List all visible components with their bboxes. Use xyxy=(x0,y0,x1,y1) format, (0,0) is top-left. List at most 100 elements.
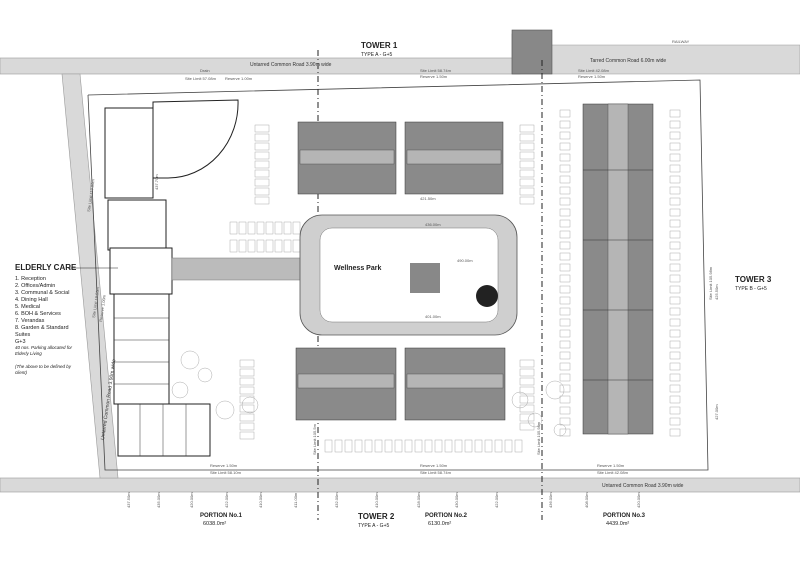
parking-bay xyxy=(239,368,255,377)
parking-bay xyxy=(669,417,681,426)
tower1-label: TOWER 1 xyxy=(361,41,398,50)
parking-bay xyxy=(559,274,571,283)
parking-bay xyxy=(559,164,571,173)
left-diagonal-road xyxy=(61,73,119,479)
parking-bay xyxy=(414,439,423,453)
portion-3: PORTION No.3 4439.0m² xyxy=(603,513,646,527)
elderly-care-item: 2. Offices/Admin xyxy=(15,283,55,289)
parking-bay xyxy=(559,142,571,151)
parking-bay xyxy=(559,230,571,239)
dimension-tick: 435.00m xyxy=(156,492,161,508)
parking-bay xyxy=(559,208,571,217)
parking-bay xyxy=(559,384,571,393)
dimension-tick: 420.00m xyxy=(636,492,641,508)
parking-bay xyxy=(514,439,523,453)
dimension-tick: 410.00m xyxy=(374,492,379,508)
parking-bay xyxy=(559,395,571,404)
parking-bay xyxy=(519,368,535,377)
parking-bay xyxy=(239,413,255,422)
parking-bay xyxy=(519,196,535,205)
parking-bay xyxy=(559,197,571,206)
road-label-top-left: Untarred Common Road 3.90m wide xyxy=(250,62,332,68)
parking-bay xyxy=(559,329,571,338)
parking-bay xyxy=(254,169,270,178)
parking-bay xyxy=(274,221,283,235)
parking-bay xyxy=(669,384,681,393)
elderly-care-item: 4. Dining Hall xyxy=(15,297,48,303)
parking-bay xyxy=(559,175,571,184)
parking-bay xyxy=(669,241,681,250)
parking-bay xyxy=(239,377,255,386)
parking-bay xyxy=(669,164,681,173)
parking-bay xyxy=(384,439,393,453)
parking-bay xyxy=(519,151,535,160)
parking-bay xyxy=(265,239,274,253)
parking-bay xyxy=(239,359,255,368)
dimension-tick: 430.00m xyxy=(454,492,459,508)
parking-bay xyxy=(669,230,681,239)
parking-bay xyxy=(669,351,681,360)
bottom-site-limit-left: Site Limit 58.10m xyxy=(210,470,242,475)
site-boundary xyxy=(87,79,709,471)
top-reserve-right: Reserve 1.50m xyxy=(578,74,606,79)
portion-3-name: PORTION No.3 xyxy=(603,513,646,519)
bottom-site-limit-right: Site Limit 42.08m xyxy=(597,470,629,475)
parking-bay xyxy=(559,307,571,316)
park-label: Wellness Park xyxy=(334,265,381,272)
elderly-care-item: 6. BOH & Services xyxy=(15,311,61,317)
left-reserve: Reserve 1.00m xyxy=(98,294,107,322)
dimension-tick: 420.00m xyxy=(189,492,194,508)
parking-bay xyxy=(474,439,483,453)
street-label: RAILWAY xyxy=(672,39,690,44)
parking-bay xyxy=(669,373,681,382)
parking-bay xyxy=(669,175,681,184)
dimension-tick: 411.00m xyxy=(293,492,298,508)
parking-bay xyxy=(229,239,238,253)
elderly-care-item: 8. Garden & Standard xyxy=(15,325,69,331)
tower1-type: TYPE A - G+5 xyxy=(361,52,392,58)
left-site-limit: Site Limit 110.00m xyxy=(86,178,96,212)
parking-bay xyxy=(559,153,571,162)
park-top-dim: 436.00m xyxy=(425,222,441,227)
dimension-tick: 436.00m xyxy=(548,492,553,508)
portion-1-area: 6038.0m² xyxy=(203,521,226,527)
top-site-limit-mid: Site Limit 58.74m xyxy=(420,68,452,73)
parking-bay xyxy=(559,109,571,118)
parking-bay xyxy=(334,439,343,453)
parking-bay xyxy=(254,178,270,187)
parking-bay xyxy=(238,239,247,253)
parking-bay xyxy=(424,439,433,453)
wellness-park: Wellness Park xyxy=(299,214,518,336)
parking-bay xyxy=(519,142,535,151)
parking-bay xyxy=(254,151,270,160)
parking-bay xyxy=(669,186,681,195)
top-right-road xyxy=(511,33,800,75)
parking-bay xyxy=(559,241,571,250)
parking-bay xyxy=(364,439,373,453)
parking-bay xyxy=(239,431,255,440)
parking-bay xyxy=(559,252,571,261)
parking-bay xyxy=(669,285,681,294)
parking-bay xyxy=(239,404,255,413)
parking-bay xyxy=(669,318,681,327)
parking-bay xyxy=(254,142,270,151)
right-site-limit: Site Limit 105.98m xyxy=(708,266,713,300)
tower3-dim: 425.50m xyxy=(714,284,719,300)
portion-2-area: 6130.0m² xyxy=(428,521,451,527)
park-right-dim: 490.00m xyxy=(457,258,473,263)
parking-bay xyxy=(254,124,270,133)
parking-bay xyxy=(344,439,353,453)
parking-bay xyxy=(559,186,571,195)
parking-bay xyxy=(484,439,493,453)
parking-bay xyxy=(669,329,681,338)
tower2-label: TOWER 2 xyxy=(358,512,395,521)
parking-bays xyxy=(229,109,681,453)
park-bottom-dim: 401.00m xyxy=(425,314,441,319)
parking-bay xyxy=(519,133,535,142)
portion-2: PORTION No.2 6130.0m² xyxy=(425,513,468,527)
portion-1: PORTION No.1 6038.0m² xyxy=(200,513,243,527)
parking-bay xyxy=(374,439,383,453)
parking-bay xyxy=(454,439,463,453)
